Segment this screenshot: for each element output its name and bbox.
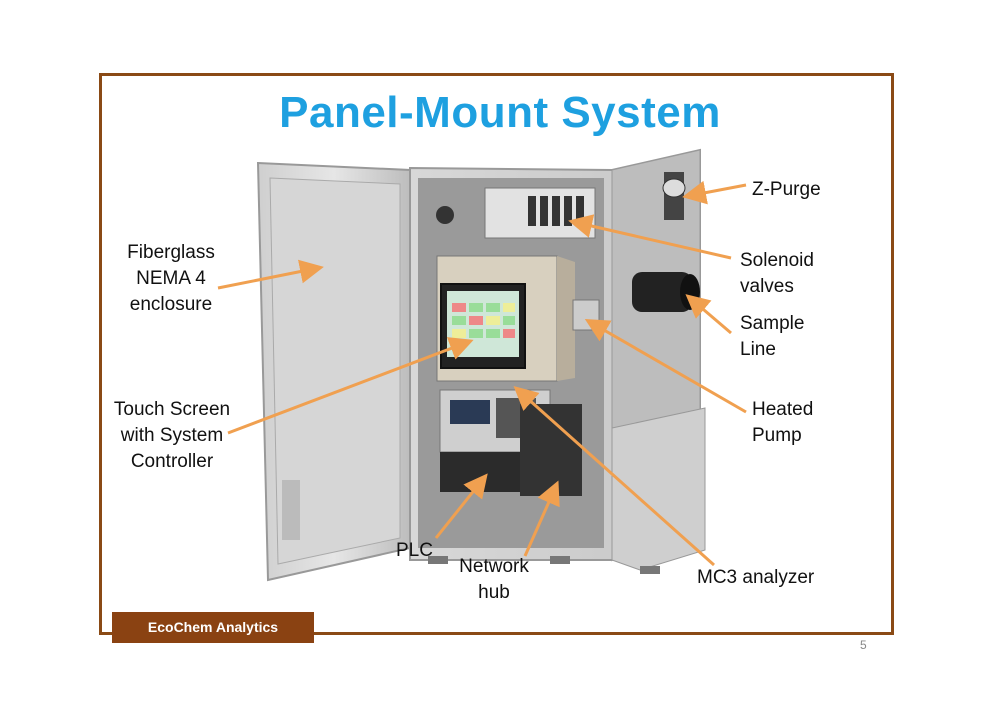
slide-frame [99, 73, 894, 635]
arrow-mc3 [513, 386, 715, 567]
label-line: with System [120, 425, 224, 446]
arrow-heated-pump [584, 319, 747, 414]
label-line: Line [740, 339, 776, 360]
label-plc: PLC [396, 540, 433, 561]
brand-footer: EcoChem Analytics [112, 612, 314, 643]
arrow-z-purge [682, 180, 747, 205]
label-solenoid-valves: Solenoid valves [740, 248, 814, 300]
label-line: Touch Screen [113, 399, 231, 420]
label-line: enclosure [129, 294, 213, 315]
arrow-network-hub [523, 480, 560, 557]
label-line: Fiberglass [127, 242, 215, 263]
arrow-solenoid [568, 214, 732, 260]
label-line: valves [740, 276, 794, 297]
label-mc3-analyzer: MC3 analyzer [697, 567, 815, 588]
label-line: Network [459, 556, 529, 577]
label-line: hub [478, 582, 510, 603]
slide-title: Panel-Mount System [279, 88, 721, 137]
label-line: Controller [130, 451, 214, 472]
arrow-plc [434, 473, 488, 539]
page-number: 5 [860, 638, 867, 652]
label-line: Heated [752, 399, 814, 420]
label-touch-screen: Touch Screen with System Controller [108, 397, 236, 475]
label-line: Solenoid [740, 250, 814, 271]
arrow-touch-screen [227, 337, 474, 435]
label-z-purge: Z-Purge [752, 179, 821, 200]
label-heated-pump: Heated Pump [752, 397, 813, 449]
arrow-sample-line [685, 294, 732, 335]
arrow-fiberglass [217, 259, 324, 290]
label-network-hub: Network hub [448, 554, 540, 606]
label-line: Sample [740, 313, 805, 334]
enclosure-door [256, 161, 418, 582]
label-fiberglass: Fiberglass NEMA 4 enclosure [116, 240, 226, 318]
label-line: Pump [752, 425, 802, 446]
label-sample-line: Sample Line [740, 311, 804, 363]
label-line: NEMA 4 [136, 268, 206, 289]
